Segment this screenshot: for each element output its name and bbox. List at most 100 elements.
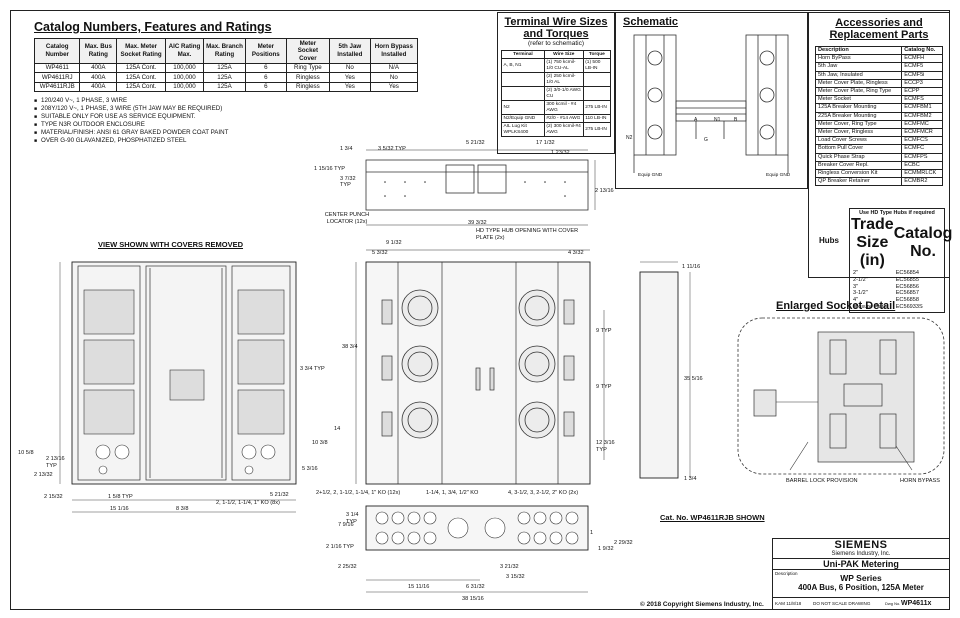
dim-label: 9 TYP: [596, 384, 612, 390]
terminal-cell: 275 LB-IN: [582, 122, 612, 137]
callout-ko-bottom-left: 2+1/2, 2, 1-1/2, 1-1/4, 1" KO (12x): [316, 490, 401, 496]
catalog-cell: Yes: [369, 81, 419, 92]
callout-center-punch: CENTER PUNCH LOCATOR (12x): [324, 212, 370, 225]
hub-cell: EC56857: [895, 290, 920, 297]
accessory-cell: ECMMRLCK: [901, 169, 943, 179]
dim-label: 5 3/32: [372, 250, 388, 256]
hubs-header: Use HD Type Hubs if required: [859, 210, 935, 216]
dim-label: 2 13/16 TYP: [46, 456, 65, 469]
terminal-title-line: Terminal Wire Sizes: [504, 16, 608, 28]
note-item: 208Y/120 V~, 1 PHASE, 3 WIRE (5TH JAW MA…: [34, 105, 354, 113]
accessory-cell: ECMFC: [901, 144, 943, 154]
dim-label: 2 13/32: [34, 472, 53, 478]
dim-label: 3 15/32: [506, 574, 525, 580]
hub-cell: EC56854: [895, 270, 920, 276]
dim-label: 38 15/16: [462, 596, 484, 602]
callout-horn-bypass: HORN BYPASS: [900, 478, 940, 484]
callout-ko-bottom-right: 4, 3-1/2, 3, 2-1/2, 2" KO (2x): [508, 490, 579, 496]
catalog-title: Catalog Numbers, Features and Ratings: [34, 20, 272, 34]
accessory-header-cell: Catalog No.: [901, 45, 943, 56]
accessory-cell: Meter Cover Plate, Ring Type: [814, 87, 903, 97]
accessory-cell: ECMFS: [901, 95, 943, 105]
accessories-title: Accessories and Replacement Parts: [809, 17, 949, 41]
dim-label: 10 5/8: [18, 450, 34, 456]
table-row: 4"EC56858: [851, 297, 952, 304]
dim-label: 5 21/32: [466, 140, 485, 146]
schematic-label: G: [704, 137, 708, 143]
hub-cell: 2": [853, 270, 859, 276]
note-item: MATERIAL/FINISH: ANSI 61 GRAY BAKED POWD…: [34, 129, 354, 137]
dim-label: 9 1/32: [386, 240, 402, 246]
note-text: MATERIAL/FINISH: ANSI 61 GRAY BAKED POWD…: [41, 129, 229, 136]
dim-label: 1 3/4: [684, 476, 697, 482]
dim-label: 1 3/4: [340, 146, 353, 152]
note-text: OVER G-90 GLAVANIZED, PHOSPHATIZED STEEL: [41, 137, 187, 144]
catalog-header-cell: Catalog Number: [33, 38, 81, 64]
accessory-cell: 5th Jaw, Insulated: [814, 70, 903, 80]
accessory-cell: Meter Cover, Ringless: [814, 128, 903, 138]
note-item: 120/240 V~, 1 PHASE, 3 WIRE: [34, 97, 354, 105]
schematic-label: Equip GND: [638, 173, 663, 178]
accessory-cell: Meter Cover Plate, Ringless: [814, 78, 903, 89]
hub-cell: 2-1/2": [853, 276, 868, 283]
dim-label: 1: [590, 530, 594, 536]
dim-label: 3 3/4 TYP: [300, 366, 325, 372]
dim-label: 15 11/16: [408, 584, 430, 590]
accessory-cell: ECMFMCR: [901, 128, 943, 138]
dim-label: 35 5/16: [684, 376, 703, 382]
dim-label: 2 1/16 TYP: [326, 544, 354, 550]
catalog-notes: 120/240 V~, 1 PHASE, 3 WIRE 208Y/120 V~,…: [34, 97, 354, 145]
table-row: (2) 3/0-1/0 AWG CU: [501, 86, 612, 101]
accessory-cell: Quick Phase Strap: [814, 152, 903, 162]
hub-header-cell: Catalog No.: [893, 225, 953, 260]
catalog-cell: 100,000: [164, 81, 205, 92]
catalog-cell: Ringless: [285, 81, 331, 92]
catalog-header-cell: AIC Rating Max.: [164, 38, 205, 64]
hubs-box: Use HD Type Hubs if required Trade Size …: [849, 208, 952, 313]
hub-cell: EC56858: [895, 297, 920, 304]
copyright: © 2018 Copyright Siemens Industry, Inc.: [640, 601, 764, 608]
view-covers-removed-label: VIEW SHOWN WITH COVERS REMOVED: [98, 240, 244, 249]
hub-cell: EC56856: [895, 283, 920, 290]
hub-cell: Closure Plate: [853, 303, 887, 310]
dim-label: 3 5/32 TYP: [378, 146, 406, 152]
dim-label: 3 7/32 TYP: [340, 176, 356, 188]
accessory-cell: ECMFMC: [901, 119, 943, 130]
dim-label: 12 3/16 TYP: [596, 440, 615, 453]
dim-label: 1 9/32: [598, 546, 614, 552]
accessory-cell: Breaker Cover Repl.: [814, 160, 903, 171]
title-block-desc-row: Description WP Series 400A Bus, 6 Positi…: [773, 570, 949, 598]
dim-label: 5 3/16: [302, 466, 318, 472]
drawing-number: WP4611x: [901, 600, 932, 607]
accessory-cell: Ringless Conversion Kit: [814, 169, 903, 179]
catalog-header-cell: Max. Meter Socket Rating: [116, 38, 166, 64]
accessory-cell: ECMFPS: [901, 152, 943, 162]
accessory-cell: ECMFCS: [901, 136, 943, 146]
note-text: 208Y/120 V~, 1 PHASE, 3 WIRE (5TH JAW MA…: [41, 105, 223, 112]
terminal-title-line: and Torques: [523, 28, 589, 40]
dim-label: 7 9/16: [338, 522, 354, 528]
note-item: OVER G-90 GLAVANIZED, PHOSPHATIZED STEEL: [34, 137, 354, 145]
hub-cell: 3-1/2": [853, 290, 868, 297]
dim-label: 2 25/32: [338, 564, 357, 570]
accessory-cell: Load Cover Screws: [814, 136, 903, 146]
accessory-cell: ECMFBM2: [901, 111, 943, 121]
dim-label: 17 1/32: [536, 140, 555, 146]
table-row: AIL Lug Kit WPLKS400(2) 300 kcmil-#4 AWG…: [501, 122, 612, 137]
accessories-title-line: Accessories and: [835, 17, 923, 29]
schematic-label: B: [734, 117, 738, 123]
terminal-cell: (2) 300 kcmil-#4 AWG: [543, 122, 584, 137]
accessory-cell: ECMF5i: [901, 70, 943, 80]
